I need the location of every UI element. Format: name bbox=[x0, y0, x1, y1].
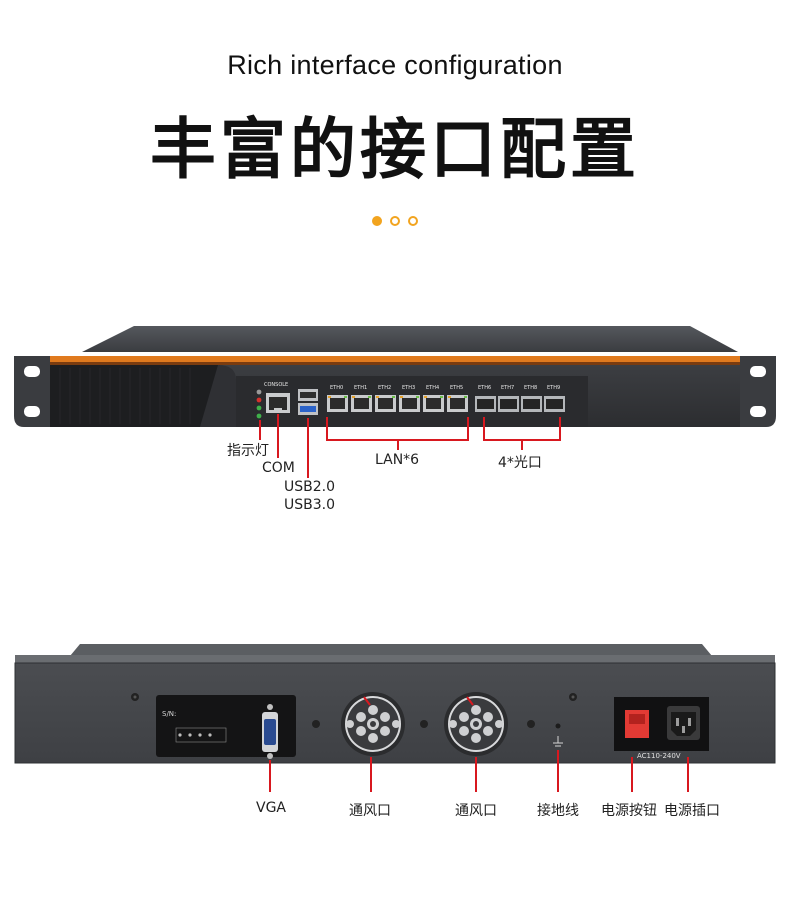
right-rack-ear bbox=[740, 356, 776, 427]
vent-callout-label-left: 通风口 bbox=[349, 803, 391, 819]
power-module bbox=[614, 697, 709, 751]
lan-callout-label: LAN*6 bbox=[375, 452, 420, 468]
ground-callout-label: 接地线 bbox=[537, 803, 579, 819]
eth-silk-label: ETH8 bbox=[524, 385, 537, 391]
eth-silk-label: ETH0 bbox=[330, 385, 343, 391]
usb-ports bbox=[298, 389, 318, 415]
carousel-dot-active[interactable] bbox=[372, 216, 382, 226]
console-silk-label: CONSOLE bbox=[264, 382, 288, 388]
vga-callout-label: VGA bbox=[256, 800, 287, 816]
eth-silk-label: ETH3 bbox=[402, 385, 415, 391]
left-rack-ear bbox=[14, 356, 50, 427]
power-socket-callout-label: 电源插口 bbox=[664, 803, 720, 819]
page-title: 丰富的接口配置 bbox=[150, 111, 640, 188]
lan-ports bbox=[327, 395, 468, 412]
eth-silk-label: ETH1 bbox=[354, 385, 367, 391]
eth-silk-label: ETH5 bbox=[450, 385, 463, 391]
usb2-callout-label: USB2.0 bbox=[284, 479, 336, 495]
page-subtitle: Rich interface configuration bbox=[227, 50, 563, 80]
vga-port bbox=[262, 704, 278, 759]
carousel-dot[interactable] bbox=[390, 216, 400, 226]
eth-silk-label: ETH9 bbox=[547, 385, 560, 391]
fan-grille-right bbox=[444, 692, 508, 756]
indicator-callout-label: 指示灯 bbox=[227, 443, 269, 459]
fiber-callout-label: 4*光口 bbox=[498, 455, 542, 471]
sfp-ports bbox=[475, 396, 565, 412]
eth-silk-label: ETH7 bbox=[501, 385, 514, 391]
fan-grille-left bbox=[341, 692, 405, 756]
power-rating-text: AC110-240V bbox=[637, 752, 681, 760]
rear-callout-lines bbox=[269, 750, 689, 792]
label-plate bbox=[156, 695, 296, 757]
sn-label: S/N: bbox=[162, 710, 176, 718]
eth-silk-label: ETH6 bbox=[478, 385, 491, 391]
power-switch-callout-label: 电源按钮 bbox=[601, 803, 657, 819]
front-orange-stripe bbox=[50, 356, 740, 362]
indicator-leds bbox=[256, 389, 262, 419]
vent-callout-label-right: 通风口 bbox=[455, 803, 497, 819]
carousel-indicator bbox=[0, 216, 790, 226]
usb3-callout-label: USB3.0 bbox=[284, 497, 336, 513]
eth-silk-label: ETH2 bbox=[378, 385, 391, 391]
com-callout-label: COM bbox=[262, 460, 295, 476]
ground-terminal-icon bbox=[553, 723, 563, 747]
console-port bbox=[266, 393, 290, 413]
carousel-dot[interactable] bbox=[408, 216, 418, 226]
eth-silk-label: ETH4 bbox=[426, 385, 439, 391]
front-callout-lines bbox=[259, 414, 561, 478]
